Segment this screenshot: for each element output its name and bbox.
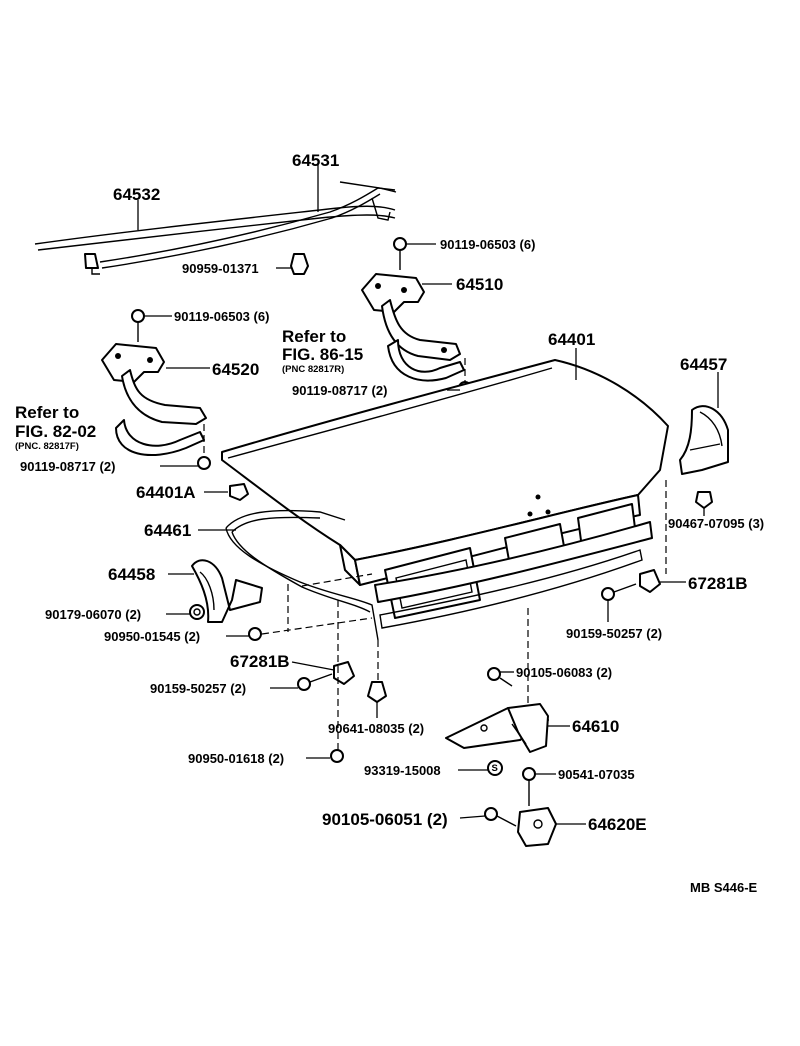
label-90119-06503-right: 90119-06503 (6) [440,237,535,252]
refer-left-line2: FIG. 82-02 [15,422,96,441]
weatherstrip-64461 [225,509,379,641]
plug-90950-01618 [330,749,344,763]
refer-right-line3: (PNC 82817R) [282,364,344,375]
plug-90950-01545 [248,627,262,641]
label-90105-06083: 90105-06083 (2) [516,665,612,680]
assembly-lines [261,480,667,754]
label-90467-07095: 90467-07095 (3) [668,516,764,531]
label-90159-50257-right: 90159-50257 (2) [566,626,662,641]
bolt-90159-50257-left [297,673,333,691]
label-64458: 64458 [108,565,155,584]
reference-code: MB S446-E [690,880,758,895]
hinge-64510 [361,273,465,382]
label-93319-15008: 93319-15008 [364,763,441,778]
label-90119-08717-right: 90119-08717 (2) [292,383,387,398]
label-90641-08035: 90641-08035 (2) [328,721,424,736]
label-64520: 64520 [212,360,259,379]
bolt-90159-50257-right [601,583,637,601]
svg-text:S: S [492,763,498,774]
label-64401: 64401 [548,330,595,349]
label-64461: 64461 [144,521,191,540]
bolt-90119-08717-left [197,424,211,470]
label-64620E: 64620E [588,815,647,834]
label-90959-01371: 90959-01371 [182,261,259,276]
bolt-90105-06051 [484,807,517,827]
clip-90959-01371 [290,253,309,275]
label-64532: 64532 [113,185,160,204]
label-90950-01618: 90950-01618 (2) [188,751,284,766]
refer-left-line1: Refer to [15,403,79,422]
label-64510: 64510 [456,275,503,294]
bolt-90119-06503-right [393,237,407,270]
cushion-64401A [229,483,249,501]
label-64401A: 64401A [136,483,196,502]
trunk-lid-64401 [221,359,669,629]
label-90541-07035: 90541-07035 [558,767,635,782]
leader-lines [137,164,719,825]
stopper-67281B-right [639,569,661,593]
callout-labels: 64531 64532 90959-01371 90119-06503 (6) … [15,151,764,895]
label-90950-01545: 90950-01545 (2) [104,629,200,644]
refer-right-line2: FIG. 86-15 [282,345,363,364]
nut-90179-06070 [189,604,205,620]
torsion-bar-64531 [99,181,397,269]
refer-left-line3: (PNC. 82817F) [15,441,79,452]
cushion-93319-15008: S [487,760,503,776]
refer-right-line1: Refer to [282,327,346,346]
guard-64457 [679,405,729,475]
stopper-67281B-left [333,661,355,685]
label-67281B-right: 67281B [688,574,748,593]
label-64610: 64610 [572,717,619,736]
bolt-90541-07035 [522,767,536,806]
label-90119-08717-left: 90119-08717 (2) [20,459,115,474]
bolt-90119-06503-left [131,309,145,342]
label-64457: 64457 [680,355,727,374]
bolt-90105-06083 [487,667,513,687]
label-90179-06070: 90179-06070 (2) [45,607,141,622]
bumper-90641-08035 [367,681,387,703]
hinge-64520 [101,343,207,456]
label-90119-06503-left: 90119-06503 (6) [174,309,269,324]
lock-64610 [445,703,549,753]
torsion-bar-64532 [34,205,396,275]
label-90105-06051: 90105-06051 (2) [322,810,448,829]
label-64531: 64531 [292,151,339,170]
guard-64458 [191,559,263,623]
label-90159-50257-left: 90159-50257 (2) [150,681,246,696]
label-67281B-left: 67281B [230,652,290,671]
clip-90467-07095 [695,491,713,509]
striker-64620E [517,807,557,847]
